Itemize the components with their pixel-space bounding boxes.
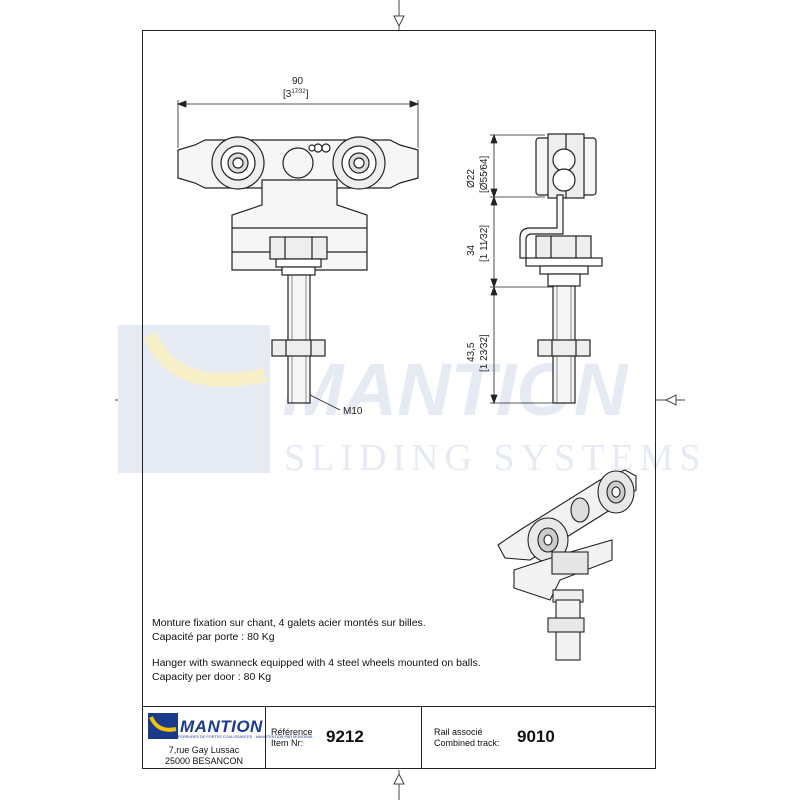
title-block: MANTION FERRURES DE PORTES COULISSANTES …: [142, 706, 656, 769]
description-en-line1: Hanger with swanneck equipped with 4 ste…: [152, 657, 481, 669]
address-line2: 25000 BESANCON: [164, 756, 244, 766]
description-fr-line2: Capacité par porte : 80 Kg: [152, 631, 275, 643]
thread-label: M10: [343, 406, 363, 417]
width-value: 90: [292, 76, 304, 87]
front-view: [177, 136, 419, 411]
description-english: Hanger with swanneck equipped with 4 ste…: [152, 656, 481, 684]
watermark-tagline: SLIDING SYSTEMS: [284, 437, 707, 479]
company-cell: MANTION FERRURES DE PORTES COULISSANTES …: [142, 707, 313, 769]
description-french: Monture fixation sur chant, 4 galets aci…: [152, 616, 426, 644]
reference-label-en: Item Nr:: [271, 738, 304, 748]
drawing-frame: [142, 30, 656, 769]
diameter-inch: [Ø55⁄64]: [479, 156, 490, 193]
company-logo: MANTION FERRURES DE PORTES COULISSANTES …: [148, 713, 313, 739]
isometric-view: [497, 469, 637, 661]
height-34-inch: [1 11⁄32]: [479, 225, 490, 262]
track-label-en: Combined track:: [434, 738, 500, 748]
logo-text: MANTION: [180, 717, 263, 736]
address-line1: 7,rue Gay Lussac: [168, 745, 240, 755]
center-markers: [115, 0, 685, 800]
track-label-fr: Rail associé: [434, 727, 483, 737]
logo-mark-icon: [148, 713, 178, 739]
logo-subtext: FERRURES DE PORTES COULISSANTES · MANUTE…: [178, 735, 314, 739]
width-dimension: [176, 100, 420, 148]
reference-cell: Référence Item Nr: 9212: [266, 707, 422, 769]
height-43-inch: [1 23⁄32]: [479, 334, 490, 372]
width-inch: [317⁄32]: [283, 89, 309, 100]
description-fr-line1: Monture fixation sur chant, 4 galets aci…: [152, 617, 426, 629]
diameter-value: Ø22: [466, 169, 477, 188]
reference-value: 9212: [326, 727, 364, 746]
description-en-line2: Capacity per door : 80 Kg: [152, 671, 272, 683]
height-34-value: 34: [466, 244, 477, 256]
track-cell: Rail associé Combined track: 9010: [422, 707, 656, 769]
side-view: [519, 133, 603, 404]
vertical-dimensions: [490, 133, 553, 405]
height-43-value: 43,5: [466, 342, 477, 362]
reference-label-fr: Référence: [271, 727, 313, 737]
track-value: 9010: [517, 727, 555, 746]
